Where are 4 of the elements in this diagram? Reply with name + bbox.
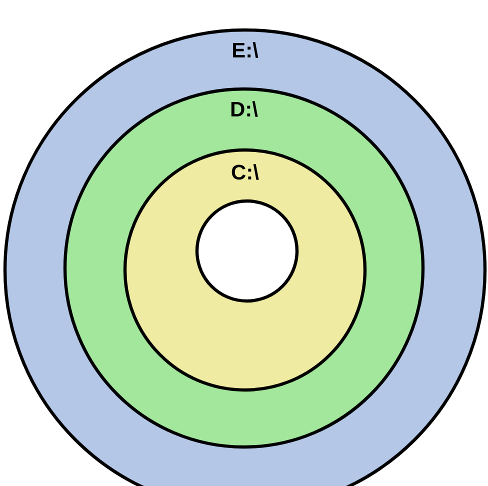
drive-label: E:\ (233, 42, 258, 58)
drive-label: C:\ (232, 164, 259, 180)
drive-label: D:\ (231, 101, 258, 117)
hole-circle (195, 199, 299, 303)
